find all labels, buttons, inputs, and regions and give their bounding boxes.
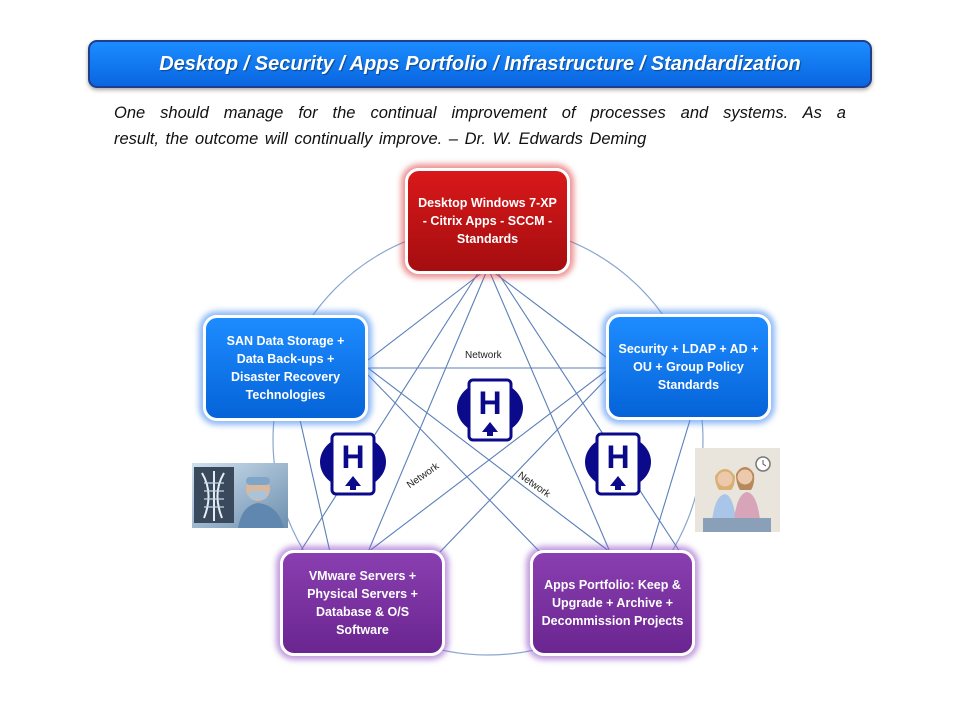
link-security-servers [367,367,611,553]
node-storage-label: SAN Data Storage + Data Back-ups + Disas… [226,334,345,402]
link-security-desktop [487,267,611,361]
node-apps[interactable]: Apps Portfolio: Keep & Upgrade + Archive… [530,550,695,656]
node-security-label: Security + LDAP + AD + OU + Group Policy… [618,342,759,392]
link-desktop-servers [367,267,489,553]
deming-quote: One should manage for the continual impr… [114,100,846,152]
hospital-sign-icon: H [585,432,651,496]
node-apps-label: Apps Portfolio: Keep & Upgrade + Archive… [541,578,684,628]
link-storage-apps-b [367,374,541,553]
node-security[interactable]: Security + LDAP + AD + OU + Group Policy… [606,314,771,420]
node-desktop-label: Desktop Windows 7-XP - Citrix Apps - SCC… [418,196,557,246]
banner-title: Desktop / Security / Apps Portfolio / In… [159,52,801,75]
link-security-apps [649,419,691,553]
node-servers[interactable]: VMware Servers + Physical Servers + Data… [280,550,445,656]
node-desktop[interactable]: Desktop Windows 7-XP - Citrix Apps - SCC… [405,168,570,274]
quote-line-2: result, the outcome will continually imp… [114,130,647,148]
node-storage[interactable]: SAN Data Storage + Data Back-ups + Disas… [203,315,368,421]
hospital-sign-letter: H [478,385,501,421]
quote-line-1: One should manage for the continual impr… [114,104,846,122]
title-banner: Desktop / Security / Apps Portfolio / In… [88,40,872,88]
hospital-sign-icon: H [320,432,386,496]
node-servers-label: VMware Servers + Physical Servers + Data… [307,569,418,637]
link-desktop-apps [487,267,611,553]
link-desktop-servers-outer [299,269,481,553]
family-photo [695,448,780,532]
doctor-xray-photo [192,463,288,528]
link-desktop-apps-outer [495,269,681,553]
link-security-servers-b [439,374,611,553]
hospital-sign-letter: H [606,439,629,475]
link-storage-desktop [367,267,489,361]
hospital-sign-icon: H [457,378,523,442]
link-storage-servers [299,419,331,553]
network-label-top: Network [465,350,502,361]
hospital-sign-letter: H [341,439,364,475]
